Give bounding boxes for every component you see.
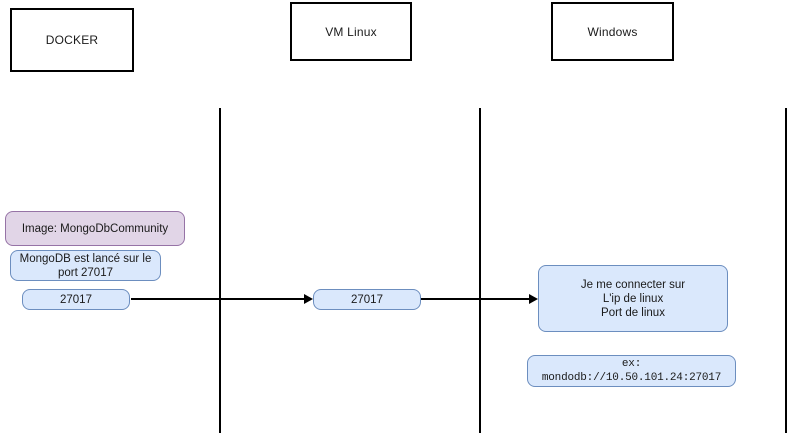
connector-docker-to-vm-arrowhead	[304, 294, 313, 304]
note-docker-image: Image: MongoDbCommunity	[5, 211, 185, 246]
note-example-uri-label: ex: mondodb://10.50.101.24:27017	[541, 358, 722, 384]
port-box-docker-label: 27017	[60, 293, 92, 306]
note-docker-image-label: Image: MongoDbCommunity	[21, 222, 169, 235]
port-box-vm: 27017	[313, 289, 421, 310]
note-connect-instructions-label: Je me connecter sur L'ip de linux Port d…	[580, 278, 686, 319]
note-mongodb-launched-label: MongoDB est lancé sur le port 27017	[19, 252, 152, 279]
lane-divider-vm-windows	[479, 108, 481, 433]
lane-header-docker-label: DOCKER	[45, 33, 99, 47]
lane-divider-right-edge	[785, 108, 787, 433]
lane-divider-docker-vm	[219, 108, 221, 433]
connector-vm-to-windows-arrowhead	[529, 294, 538, 304]
lane-header-windows: Windows	[551, 2, 674, 61]
note-mongodb-launched: MongoDB est lancé sur le port 27017	[10, 250, 161, 281]
note-connect-instructions: Je me connecter sur L'ip de linux Port d…	[538, 265, 728, 332]
port-box-vm-label: 27017	[351, 293, 383, 306]
lane-header-docker: DOCKER	[10, 8, 134, 72]
lane-header-windows-label: Windows	[587, 24, 638, 39]
port-box-docker: 27017	[22, 289, 130, 310]
connector-vm-to-windows-line	[421, 298, 534, 300]
lane-header-vm-linux-label: VM Linux	[325, 24, 377, 39]
note-example-uri: ex: mondodb://10.50.101.24:27017	[527, 355, 736, 387]
lane-header-vm-linux: VM Linux	[290, 2, 412, 61]
connector-docker-to-vm-line	[131, 298, 309, 300]
